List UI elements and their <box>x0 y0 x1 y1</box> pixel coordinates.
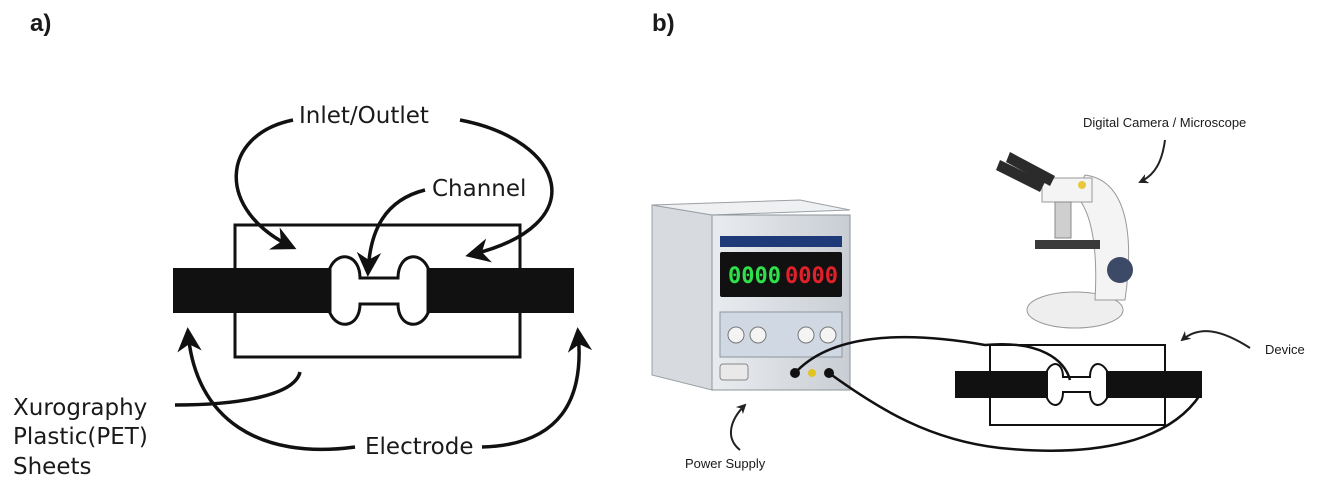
knob-1 <box>727 326 745 344</box>
arrow-sheets <box>174 371 302 407</box>
psu-brand-strip <box>720 236 842 247</box>
knob-4 <box>819 326 837 344</box>
wire-1 <box>794 335 1072 381</box>
label-electrode: Electrode <box>365 434 474 460</box>
channel-shape <box>328 255 430 326</box>
panel-a-letter: a) <box>30 10 52 37</box>
psu-top <box>651 199 851 216</box>
device-schematic-a <box>173 223 574 359</box>
display-right-digits: 0000 <box>785 264 838 289</box>
microscope-stage <box>1035 240 1100 249</box>
power-switch <box>719 363 749 381</box>
microscope <box>996 152 1133 329</box>
label-device: Device <box>1265 342 1305 357</box>
focus-knob <box>1107 257 1133 283</box>
label-camera-microscope: Digital Camera / Microscope <box>1083 115 1247 130</box>
knob-3 <box>797 326 815 344</box>
psu-side <box>651 204 713 391</box>
electrode-left <box>173 268 333 313</box>
panel-b-arrows <box>730 139 1251 451</box>
arrow-camera <box>1138 139 1166 184</box>
arrow-power <box>730 403 747 451</box>
label-sheets-line3: Sheets <box>13 454 92 480</box>
objective-turret <box>1054 201 1072 239</box>
panel-b-letter: b) <box>652 10 675 37</box>
eyepiece-1 <box>996 160 1045 192</box>
label-power-supply: Power Supply <box>685 456 766 471</box>
arrow-electrode-right <box>481 327 593 449</box>
arrow-device <box>1180 330 1251 349</box>
label-inlet-outlet: Inlet/Outlet <box>299 103 429 129</box>
power-supply-unit: 0000 0000 <box>651 199 851 391</box>
panel-a-arrows <box>174 118 593 452</box>
display-left-digits: 0000 <box>728 264 781 289</box>
device-channel <box>1046 363 1108 406</box>
wire-2 <box>828 371 1202 452</box>
device-schematic-b <box>955 344 1202 426</box>
eyepiece-2 <box>1006 152 1055 186</box>
arrow-inlet-right <box>459 118 554 263</box>
arrow-electrode-left <box>177 327 356 452</box>
arrow-channel <box>356 188 426 277</box>
device-electrode-right <box>1105 371 1202 398</box>
psu-display-panel <box>720 252 842 297</box>
terminal-yellow <box>808 369 816 377</box>
electrode-right <box>422 268 574 313</box>
wires <box>794 335 1202 452</box>
indicator-light <box>1078 181 1086 189</box>
label-sheets-line2: Plastic(PET) <box>13 424 148 450</box>
label-sheets-line1: Xurography <box>13 395 148 421</box>
microscope-base <box>1026 291 1124 329</box>
label-channel: Channel <box>432 176 527 202</box>
arrow-inlet-left <box>234 118 297 250</box>
device-electrode-left <box>955 371 1050 398</box>
knob-2 <box>749 326 767 344</box>
